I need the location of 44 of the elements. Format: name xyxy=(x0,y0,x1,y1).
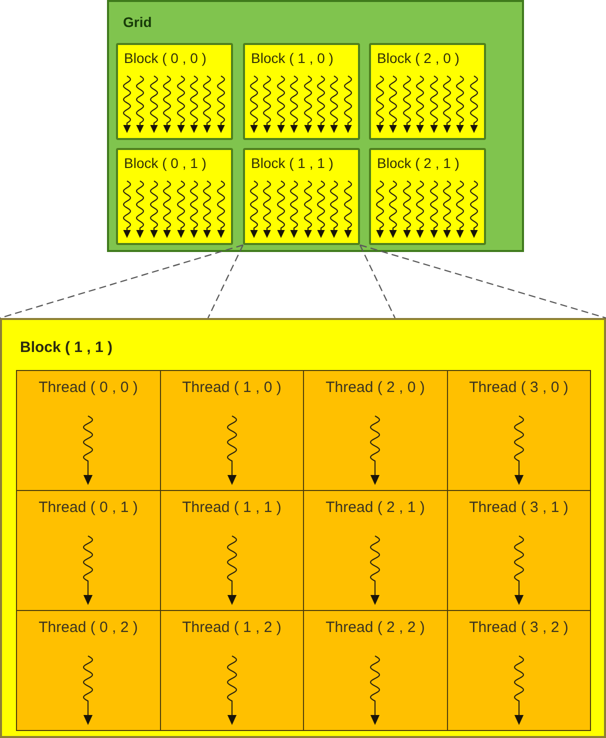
block-label: Block ( 0 , 1 ) xyxy=(123,155,208,172)
block-label: Block ( 0 , 0 ) xyxy=(123,50,208,66)
thread-label: Thread ( 2 , 0 ) xyxy=(326,379,425,396)
thread-label: Thread ( 0 , 2 ) xyxy=(38,619,138,636)
block-box xyxy=(243,148,360,245)
thread-label: Thread ( 3 , 1 ) xyxy=(469,499,568,516)
thread-label: Thread ( 0 , 0 ) xyxy=(38,379,138,396)
thread-cell xyxy=(16,490,160,611)
thread-label: Thread ( 3 , 0 ) xyxy=(469,379,568,396)
block-label: Block ( 2 , 0 ) xyxy=(376,50,460,66)
thread-cell xyxy=(160,370,304,491)
thread-label: Thread ( 2 , 1 ) xyxy=(326,499,425,516)
grid-title: Grid xyxy=(123,14,152,30)
thread-cell xyxy=(303,490,448,611)
thread-cell xyxy=(446,610,591,731)
block-label: Block ( 1 , 0 ) xyxy=(250,50,334,66)
thread-cell xyxy=(446,490,591,611)
thread-cell xyxy=(446,370,591,491)
thread-label: Thread ( 2 , 2 ) xyxy=(326,619,425,636)
grid-panel xyxy=(107,0,524,252)
thread-cell xyxy=(16,610,160,731)
block-box xyxy=(116,43,233,140)
dashed-connector xyxy=(0,244,244,319)
block-box xyxy=(243,43,360,140)
block-title: Block ( 1 , 1 ) xyxy=(20,339,113,356)
dashed-connector xyxy=(207,244,244,318)
block-box xyxy=(116,148,233,245)
thread-label: Thread ( 3 , 2 ) xyxy=(469,619,568,636)
thread-cell xyxy=(160,610,304,731)
block-box xyxy=(369,43,486,140)
block-label: Block ( 2 , 1 ) xyxy=(376,155,460,172)
thread-label: Thread ( 1 , 0 ) xyxy=(182,379,282,396)
thread-cell xyxy=(303,370,448,491)
block-label: Block ( 1 , 1 ) xyxy=(250,155,334,172)
dashed-connector xyxy=(359,244,396,318)
thread-label: Thread ( 1 , 1 ) xyxy=(182,499,282,516)
dashed-connector xyxy=(360,244,606,319)
thread-cell xyxy=(160,490,304,611)
thread-label: Thread ( 1 , 2 ) xyxy=(182,619,282,636)
thread-label: Thread ( 0 , 1 ) xyxy=(38,499,138,516)
thread-cell xyxy=(16,370,160,491)
thread-cell xyxy=(303,610,448,731)
block-box xyxy=(369,148,486,245)
block-panel xyxy=(0,318,606,738)
